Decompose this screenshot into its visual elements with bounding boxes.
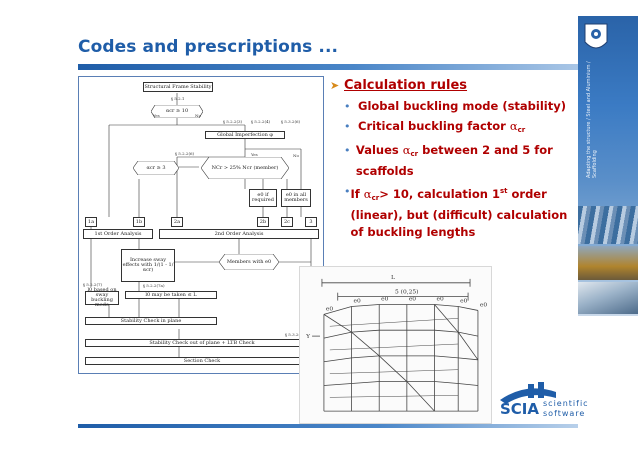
scaffold-e0-label: e0	[381, 297, 388, 303]
flow-ref-label: § 5.2.2(6)	[175, 151, 195, 156]
flow-no-label: No	[293, 153, 299, 158]
strip-photo-building	[578, 206, 638, 244]
flow-yes-label: Yes	[251, 152, 258, 157]
flow-path-1a: 1a	[85, 217, 97, 227]
bullet-list: • Global buckling mode (stability) • Cri…	[344, 98, 576, 244]
bullet-text-part: > 10, calculation	[379, 187, 492, 201]
bullet-text-part: order (linear), but (difficult) calculat…	[350, 187, 568, 239]
superscript-st: st	[499, 187, 508, 195]
flow-decision-alpha-3-label: αcr ≥ 3	[146, 164, 166, 171]
bullet-text: Critical buckling factor αcr	[358, 118, 525, 139]
flow-ref-label: § 5.2.2(3)	[223, 119, 243, 124]
title-underline-bar	[78, 64, 578, 70]
scaffold-buckling-drawing: L 5 (0,25) e0 e0 e0 e0 e0 e0 e0 Y	[299, 266, 492, 424]
scaffold-e0-label: e0	[460, 299, 467, 305]
flow-box-e0-all-members: e0 in all members	[281, 189, 311, 207]
scaffold-length-label: L	[391, 275, 395, 281]
flow-box-l0-sway: l0 based on sway buckling mode	[85, 288, 119, 308]
logo-subtitle-1: scientific	[543, 399, 589, 408]
flow-decision-alpha-10-label: αcr ≥ 10	[165, 108, 189, 114]
bullet-text-part: between 2 and 5 for scaffolds	[355, 143, 553, 178]
stability-flowchart: Structural Frame Stability αcr ≥ 10 Glob…	[78, 76, 324, 374]
bullet-item: • Global buckling mode (stability)	[344, 98, 576, 115]
scaffold-e0-label: e0	[326, 306, 333, 312]
flow-box-section-check: Section Check	[85, 357, 319, 365]
flow-decision-ncr	[201, 157, 289, 179]
flow-box-e0-required: e0 if required	[249, 189, 277, 207]
slide-title: Codes and prescriptions ...	[78, 37, 339, 57]
flow-box-increase-sway: Increase sway effects with 1/(1 - 1/αcr)	[121, 249, 175, 282]
flow-ref-label: § 5.3.2(6)	[281, 119, 301, 124]
flow-ref-label: § 5.2.1	[171, 96, 185, 101]
flow-path-2a: 2a	[171, 217, 183, 227]
flow-decision-alpha-10	[151, 105, 203, 118]
flow-box-stability-in-plane: Stability Check in plane	[85, 317, 217, 325]
logo-subtitle-2: software	[543, 409, 586, 418]
flow-box-stability-out-of-plane: Stability Check out of plane + LTB Check	[85, 339, 319, 347]
flow-path-1b: 1b	[133, 217, 145, 227]
flow-box-second-order: 2nd Order Analysis	[159, 229, 319, 239]
subscript-cr: cr	[410, 150, 419, 158]
bullet-item: • Values αcr between 2 and 5 for scaffol…	[344, 142, 576, 180]
scaffold-e0-label: e0	[480, 302, 487, 308]
flow-box-first-order: 1st Order Analysis	[83, 229, 153, 239]
flow-decision-ncr-label: NCr > 25% Ncr (member)	[211, 164, 279, 171]
bullet-text: Global buckling mode (stability)	[358, 98, 566, 115]
flow-path-3: 3	[305, 217, 317, 227]
bullet-text: If αcr> 10, calculation 1st order (linea…	[351, 183, 577, 241]
heading-text: Calculation rules	[344, 78, 468, 93]
bullet-text: Values αcr between 2 and 5 for scaffolds	[356, 142, 576, 180]
flow-box-l0-member: l0 may be taken ≤ L	[125, 291, 217, 299]
strip-photo-structure	[578, 282, 638, 314]
bullet-text-part: Values	[355, 143, 403, 157]
flow-ref-label: § 5.2.2(7a)	[143, 283, 165, 288]
alpha-symbol: α	[509, 119, 518, 133]
bullet-dot-icon: •	[344, 144, 351, 157]
bullet-item: • Critical buckling factor αcr	[344, 118, 576, 139]
scaffold-e0-label: e0	[436, 297, 443, 303]
alpha-symbol: α	[363, 187, 372, 201]
bullet-dot-icon: •	[344, 120, 351, 133]
flow-path-2b: 2b	[257, 217, 269, 227]
bullet-item: • If αcr> 10, calculation 1st order (lin…	[344, 183, 576, 241]
footer-bar	[78, 424, 578, 428]
scia-logo-icon	[500, 382, 556, 404]
calculation-rules-heading: ➤ Calculation rules	[330, 78, 467, 93]
flow-ref-label: § 5.2.2(4)	[251, 119, 271, 124]
subscript-cr: cr	[517, 126, 526, 134]
flow-path-2c: 2c	[281, 217, 293, 227]
bullet-text-part: Global buckling mode (stability)	[358, 99, 566, 113]
scaffold-span-label: 5 (0,25)	[395, 289, 418, 296]
scaffold-e0-label: e0	[354, 299, 361, 305]
flow-decision-members	[219, 254, 279, 270]
scaffold-axis-label: Y	[305, 334, 310, 340]
flow-decision-alpha-3	[133, 161, 179, 175]
bullet-dot-icon: •	[344, 185, 351, 198]
arrow-bullet-icon: ➤	[330, 79, 340, 92]
flow-decision-members-label: Members with e0	[226, 258, 272, 265]
bullet-text-part: Critical buckling factor	[358, 119, 510, 133]
subscript-cr: cr	[371, 194, 380, 202]
scaffold-e0-label: e0	[409, 297, 416, 303]
flow-ref-label: § 5.3.2(11)	[285, 332, 307, 337]
flow-box-structural-frame-stability: Structural Frame Stability	[143, 82, 213, 92]
bullet-text-part: 1	[491, 187, 500, 201]
strip-photo-frame	[578, 246, 638, 280]
strip-caption: Adapting the structure / Steel and Alumi…	[586, 61, 598, 178]
bullet-text-part: If	[350, 187, 364, 201]
flow-box-global-imperfection: Global Imperfection φ	[205, 131, 285, 139]
flow-yes-label: Yes	[153, 113, 160, 118]
university-emblem-icon	[584, 23, 608, 49]
bullet-dot-icon: •	[344, 100, 351, 113]
flow-no-label: No	[195, 113, 201, 118]
flow-ref-label: § 5.2.2(7)	[83, 282, 103, 287]
logo-wordmark: SCIA	[500, 400, 540, 418]
alpha-symbol: α	[402, 143, 411, 157]
